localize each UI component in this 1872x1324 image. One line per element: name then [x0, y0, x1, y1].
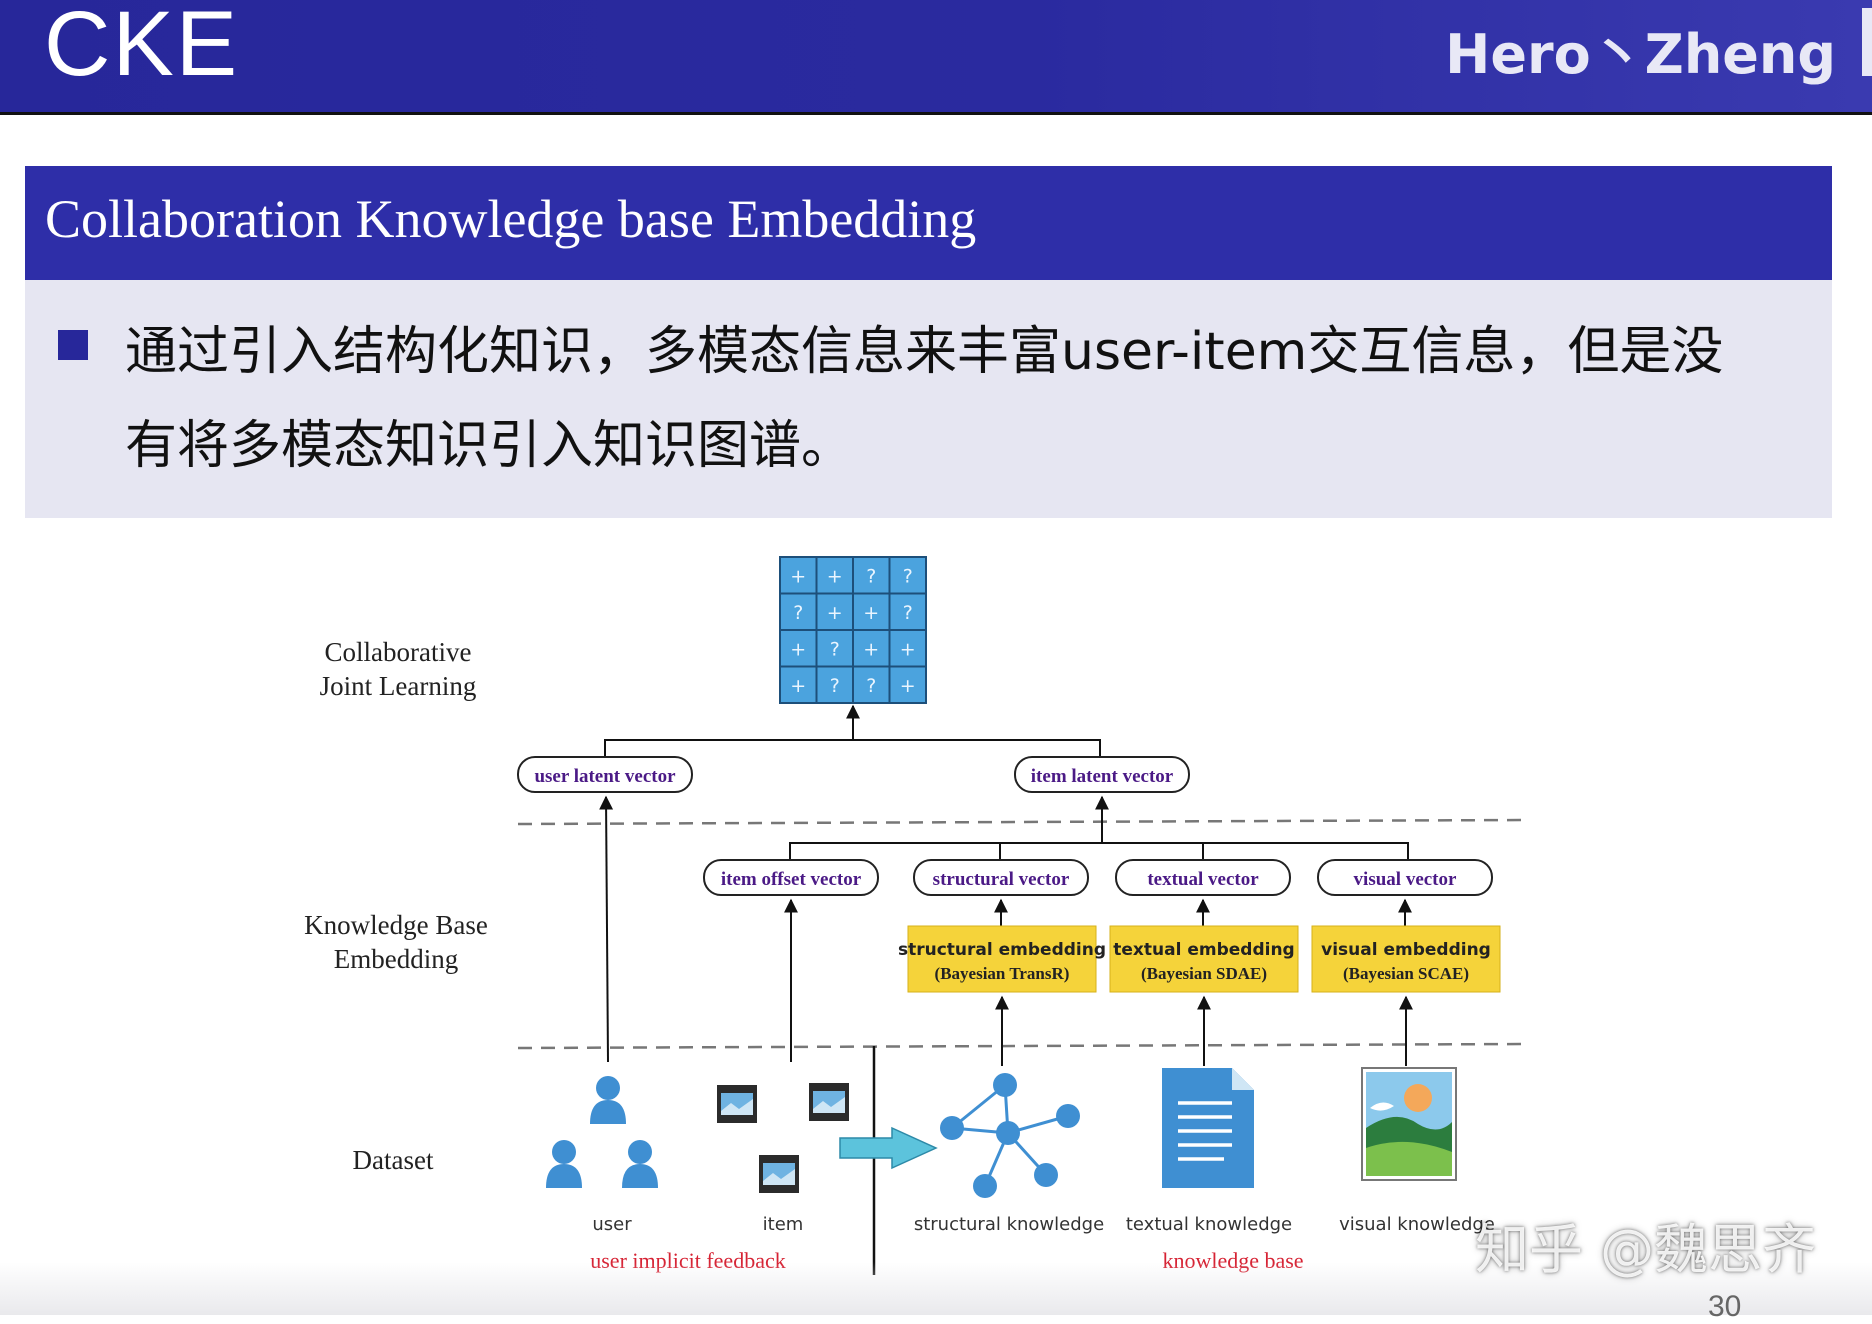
matrix-cell-symbol: + [790, 565, 806, 587]
matrix-cell [888, 592, 927, 631]
bottom-fade [0, 1262, 1872, 1315]
separator-top [517, 818, 1526, 826]
user-icon [622, 1140, 658, 1188]
structural-vector-node [913, 859, 1089, 896]
bullet-text: 通过引入结构化知识，多模态信息来丰富user-item交互信息，但是没有将多模态… [125, 322, 1724, 476]
matrix-cell-symbol: + [863, 602, 879, 624]
textual-embedding-box [1109, 925, 1299, 993]
rating-matrix: + +??? + +? +? + + +?? + [779, 556, 927, 704]
user-dataset-label: user [592, 1214, 632, 1235]
matrix-cell [888, 665, 927, 704]
item-offset-vector-label: item offset vector [721, 869, 862, 890]
matrix-cell-symbol: + [827, 602, 843, 624]
visual-vector-node [1317, 859, 1493, 896]
matrix-cell-symbol: ? [903, 565, 913, 587]
visual-embedding-box [1311, 925, 1501, 993]
matrix-cell-symbol: ? [866, 565, 876, 587]
user-latent-vector-label: user latent vector [534, 766, 676, 787]
matrix-cell [888, 556, 927, 595]
structural-embedding-method: (Bayesian TransR) [935, 964, 1070, 983]
textual-vector-node [1115, 859, 1291, 896]
film-icon [809, 1083, 849, 1121]
item-dataset-label: item [763, 1214, 804, 1235]
collab-label-line1: Collaborative [325, 637, 472, 667]
user-icons [546, 1076, 658, 1188]
banner-title: Collaboration Knowledge base Embedding [45, 189, 977, 249]
section-banner: Collaboration Knowledge base Embedding [25, 166, 1832, 280]
textual-embedding-method: (Bayesian SDAE) [1141, 964, 1267, 983]
film-icon [717, 1085, 757, 1123]
arrow-user-latent [599, 795, 614, 1063]
visual-knowledge-label: visual knowledge [1339, 1214, 1495, 1235]
matrix-cell-symbol: ? [903, 602, 913, 624]
matrix-cell-symbol: + [900, 675, 916, 697]
item-icons [717, 1083, 849, 1193]
user-latent-vector-node [517, 756, 693, 793]
item-latent-vector-node [1014, 756, 1190, 793]
watermark: 知乎 @魏思齐 [1475, 1218, 1817, 1281]
item-vector-connector [789, 842, 1409, 860]
structural-vector-label: structural vector [933, 869, 1070, 890]
kb-label-line2: Embedding [334, 944, 458, 974]
visual-embedding-label: visual embedding [1321, 940, 1491, 960]
textual-embedding-label: textual embedding [1113, 940, 1294, 960]
user-icon [590, 1076, 626, 1124]
structural-embedding-label: structural embedding [898, 940, 1106, 960]
matrix-cell [815, 629, 854, 668]
top-bar-edge [1862, 8, 1872, 76]
latent-connector [604, 739, 1101, 757]
bullet-square-icon [58, 330, 88, 360]
matrix-cell-symbol: ? [866, 675, 876, 697]
matrix-cell-symbol: ? [793, 602, 803, 624]
matrix-cell-symbol: ? [830, 675, 840, 697]
page-number: 30 [1708, 1290, 1742, 1323]
matrix-cell-symbol: + [790, 638, 806, 660]
matrix-cell-symbol: + [900, 638, 916, 660]
film-icon [759, 1155, 799, 1193]
author-name: Hero丶Zheng [1445, 23, 1836, 86]
document-icon [1162, 1068, 1254, 1188]
dataset-label: Dataset [353, 1145, 434, 1175]
user-icon [546, 1140, 582, 1188]
knowledge-graph-icon [940, 1073, 1080, 1198]
structural-embedding-box [907, 925, 1097, 993]
top-bar: CKE Hero丶Zheng [0, 0, 1872, 115]
item-latent-vector-label: item latent vector [1031, 766, 1174, 787]
matrix-cell-symbol: + [863, 638, 879, 660]
collab-label-line2: Joint Learning [320, 671, 477, 701]
item-offset-vector-node [703, 859, 879, 896]
cke-diagram: Collaborative Joint Learning Knowledge B… [304, 556, 1526, 1275]
flow-arrow-icon [839, 1126, 938, 1170]
matrix-cell-symbol: ? [830, 638, 840, 660]
textual-knowledge-label: textual knowledge [1126, 1214, 1292, 1235]
picture-icon [1361, 1067, 1457, 1181]
visual-vector-label: visual vector [1354, 869, 1457, 890]
textual-vector-label: textual vector [1147, 869, 1259, 890]
slide-title: CKE [44, 0, 240, 95]
matrix-cell-symbol: + [790, 675, 806, 697]
separator-bottom [517, 1042, 1526, 1050]
kb-label-line1: Knowledge Base [304, 910, 488, 940]
visual-embedding-method: (Bayesian SCAE) [1343, 964, 1469, 983]
matrix-cell-symbol: + [827, 565, 843, 587]
structural-knowledge-label: structural knowledge [914, 1214, 1104, 1235]
bullet-panel: 通过引入结构化知识，多模态信息来丰富user-item交互信息，但是没有将多模态… [25, 280, 1832, 518]
